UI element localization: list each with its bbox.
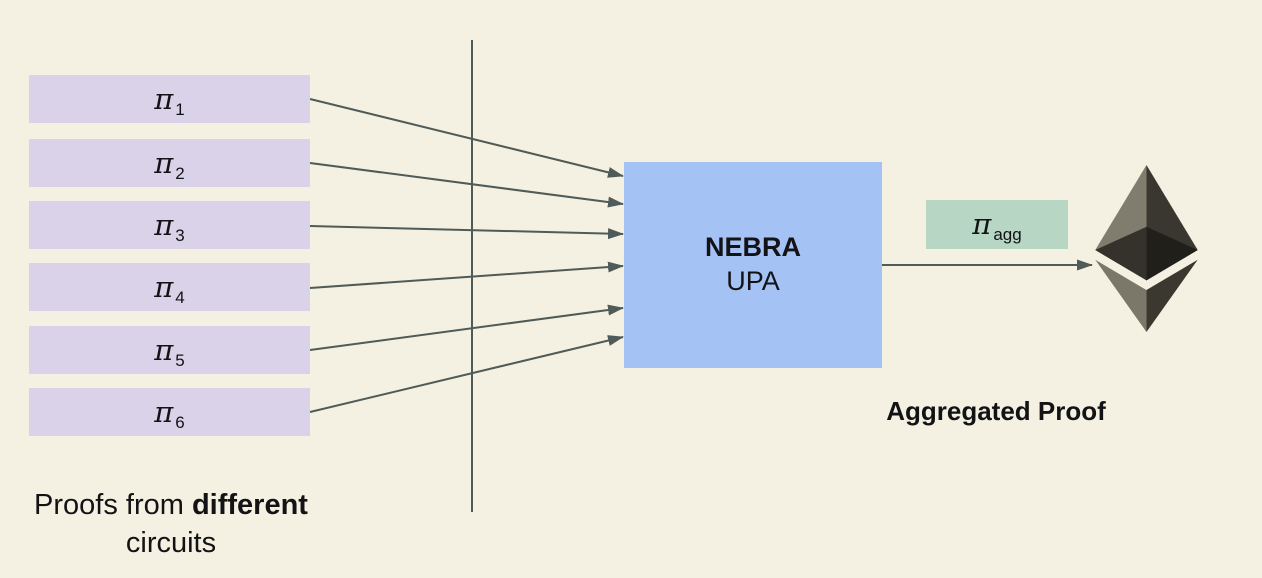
- proof-arrow-2: [309, 162, 624, 208]
- pi-symbol: π: [154, 394, 174, 429]
- inputs-caption-bold: different: [191, 489, 308, 521]
- aggregator-title: NEBRA: [704, 232, 801, 263]
- proof-arrow-1: [309, 98, 624, 178]
- inputs-caption-prefix: Proofs from: [34, 489, 192, 521]
- pi-subscript: agg: [993, 225, 1022, 244]
- aggregated-proof-caption: Aggregated Proof: [886, 396, 1106, 426]
- pi-symbol: π: [154, 145, 174, 180]
- eth-face-right-mid: [1146, 226, 1198, 281]
- pi-symbol: π: [154, 269, 174, 304]
- pi-subscript: 6: [175, 412, 185, 432]
- pi-subscript: 4: [175, 287, 185, 307]
- pi-symbol: π: [154, 81, 174, 116]
- ethereum-icon: [1095, 165, 1198, 332]
- pi-symbol: π: [154, 207, 174, 242]
- proof-arrow-5: [309, 304, 624, 351]
- proof-arrow-6: [309, 335, 624, 413]
- proof-arrow-4: [309, 261, 624, 289]
- pi-subscript: 1: [175, 99, 185, 119]
- pi-symbol: π: [972, 207, 992, 241]
- eth-face-left-mid: [1095, 226, 1147, 281]
- inputs-caption: Proofs from different circuits: [14, 487, 328, 562]
- proof-arrow-3: [309, 225, 624, 240]
- inputs-caption-line2: circuits: [125, 526, 217, 559]
- pi-subscript: 5: [175, 350, 185, 370]
- aggregator-subtitle: UPA: [726, 266, 780, 296]
- pi-subscript: 2: [175, 163, 185, 183]
- pi-subscript: 3: [175, 225, 185, 245]
- pi-symbol: π: [154, 332, 174, 367]
- aggregator-box: NEBRA UPA: [624, 162, 882, 368]
